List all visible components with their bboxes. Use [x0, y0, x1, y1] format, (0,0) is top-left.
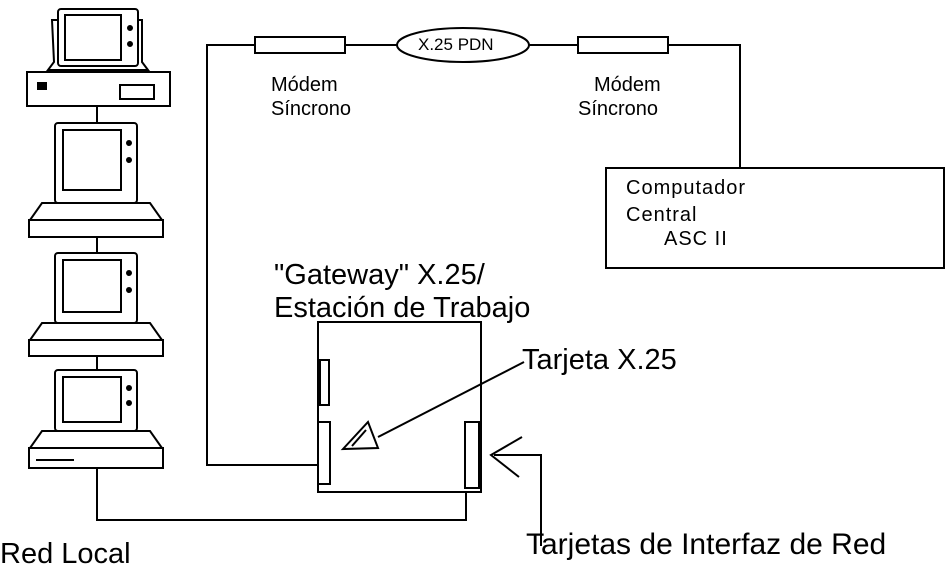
x25-card: [318, 422, 330, 484]
central-label-line3: ASC II: [664, 229, 728, 249]
arrow-network-card-icon: [491, 437, 522, 477]
workstation-3-icon: [29, 253, 163, 356]
gateway-label-line1: "Gateway" X.25/: [274, 261, 485, 290]
workstation-4-icon: [29, 370, 163, 468]
tarjetas-red-label: Tarjetas de Interfaz de Red: [526, 530, 886, 560]
tarjeta-x25-label: Tarjeta X.25: [522, 346, 677, 375]
red-local-label: Red Local: [0, 540, 131, 569]
modem-left-line1: Módem: [271, 75, 338, 95]
modem-left-icon: [255, 37, 345, 53]
gateway-label-line2: Estación de Trabajo: [274, 294, 530, 323]
line-modem-to-central: [668, 45, 740, 168]
x25-pdn-label: X.25 PDN: [418, 36, 494, 53]
modem-right-icon: [578, 37, 668, 53]
workstation-1-icon: [27, 9, 170, 106]
gateway-box: [318, 322, 481, 492]
central-label-line1: Computador: [626, 178, 746, 198]
arrow-tarjeta-x25: [378, 362, 524, 437]
central-label-line2: Central: [626, 205, 697, 225]
network-card: [465, 422, 479, 488]
modem-left-line2: Síncrono: [271, 99, 351, 119]
lan-bus-line: [97, 469, 466, 520]
modem-right-line1: Módem: [594, 75, 661, 95]
workstation-2-icon: [29, 123, 163, 237]
gateway-card-top: [320, 360, 329, 405]
modem-right-line2: Síncrono: [578, 99, 658, 119]
